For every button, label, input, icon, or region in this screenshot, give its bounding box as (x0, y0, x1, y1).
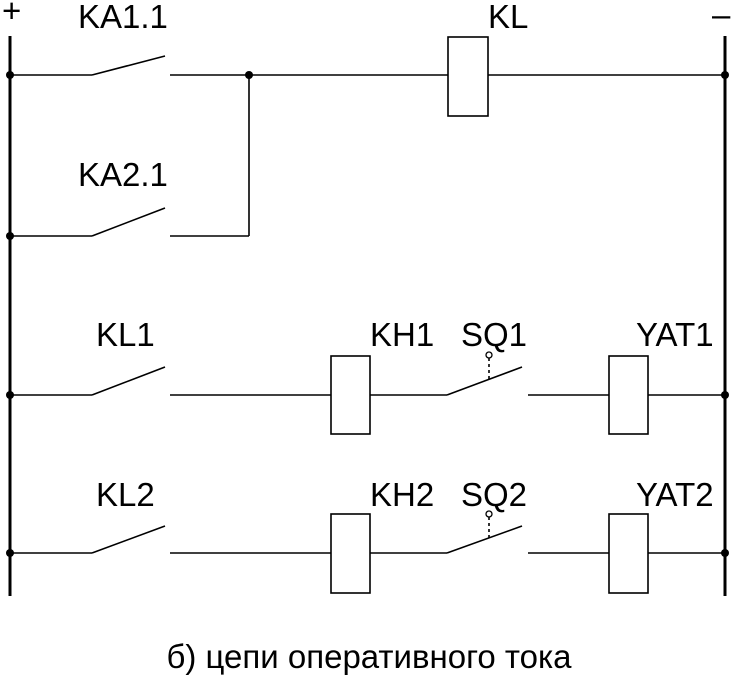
row-trip-1: KL1 KH1 SQ1 YAT1 (6, 316, 729, 435)
row-ka21: KA2.1 (6, 75, 250, 240)
label-kl2: KL2 (96, 476, 155, 513)
contact-kl1 (91, 366, 166, 396)
diagram-caption: б) цепи оперативного тока (166, 638, 572, 675)
contact-ka11 (91, 55, 166, 76)
coil-yat1 (608, 355, 649, 435)
label-kl1: KL1 (96, 316, 155, 353)
coil-kl (447, 36, 489, 117)
label-kl-coil: KL (488, 0, 528, 35)
contact-ka21 (91, 207, 166, 237)
junction-dot (721, 549, 729, 557)
coil-kh2 (330, 513, 371, 594)
label-kh1: KH1 (370, 316, 434, 353)
contact-kl2 (91, 525, 166, 554)
junction-dot (6, 71, 14, 79)
label-yat2: YAT2 (636, 476, 714, 513)
coil-kh1 (330, 355, 371, 435)
sq1-actuator-icon (485, 351, 493, 359)
label-ka11: KA1.1 (78, 0, 168, 35)
junction-dot (6, 391, 14, 399)
row-trip-2: KL2 KH2 SQ2 YAT2 (6, 476, 729, 594)
junction-dot (721, 71, 729, 79)
coil-yat2 (608, 513, 649, 594)
junction-dot (6, 232, 14, 240)
minus-sign: – (712, 0, 731, 33)
sq2-actuator-icon (485, 510, 493, 518)
plus-sign: + (2, 0, 21, 29)
row-ka11-kl: KA1.1 KL (6, 0, 729, 117)
contact-sq1 (446, 366, 523, 396)
label-kh2: KH2 (370, 476, 434, 513)
label-yat1: YAT1 (636, 316, 714, 353)
label-sq2: SQ2 (461, 476, 527, 513)
label-sq1: SQ1 (461, 316, 527, 353)
junction-dot (721, 391, 729, 399)
label-ka21: KA2.1 (78, 156, 168, 193)
contact-sq2 (446, 525, 523, 554)
junction-dot (6, 549, 14, 557)
